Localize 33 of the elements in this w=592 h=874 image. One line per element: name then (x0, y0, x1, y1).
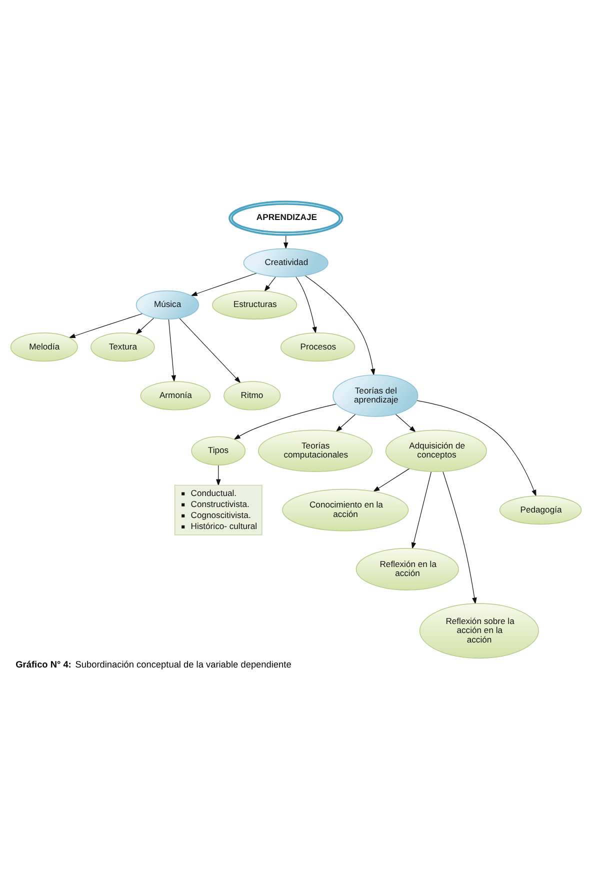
arrow (216, 464, 221, 486)
node-ellipse: Conocimiento en la acción (282, 488, 409, 531)
node-ellipse: Ritmo (224, 380, 281, 410)
arrow (168, 318, 176, 382)
node-ellipse: Armonía (140, 380, 211, 410)
node-ellipse: Reflexión en la acción (356, 548, 459, 590)
arrow (416, 400, 536, 496)
node-ellipse: Teorías computacionales (258, 429, 373, 472)
arrow (68, 312, 143, 338)
node-ellipse: Creatividad (243, 248, 328, 277)
node-ellipse: APRENDIZAJE (228, 200, 344, 236)
arrow (336, 413, 356, 432)
node-ellipse: Reflexión sobre la acción en la acción (419, 602, 539, 658)
arrow (411, 470, 432, 549)
arrow (372, 468, 410, 492)
node-ellipse: Estructuras (212, 290, 298, 320)
arrow (296, 276, 317, 334)
arrow (395, 413, 416, 432)
arrow (179, 317, 241, 383)
caption: Gráfico N° 4: Subordinación conceptual de la variable dependiente (16, 658, 292, 669)
arrow (190, 272, 257, 296)
arrow (234, 403, 337, 440)
node-ellipse: Teorías del aprendizaje (332, 374, 418, 416)
node-ellipse: Adquisición de conceptos (385, 429, 487, 472)
node-ellipse: Tipos (191, 436, 246, 465)
arrow (304, 274, 376, 376)
arrow (264, 276, 276, 292)
arrow (442, 470, 477, 604)
arrow (136, 317, 154, 334)
node-box: Conductual. Constructivista. Cognoscitivista. Histórico- cultural (174, 484, 262, 535)
node-ellipse: Textura (90, 332, 155, 362)
node-ellipse: Procesos (280, 332, 356, 362)
node-ellipse: Pedagogía (499, 494, 582, 524)
